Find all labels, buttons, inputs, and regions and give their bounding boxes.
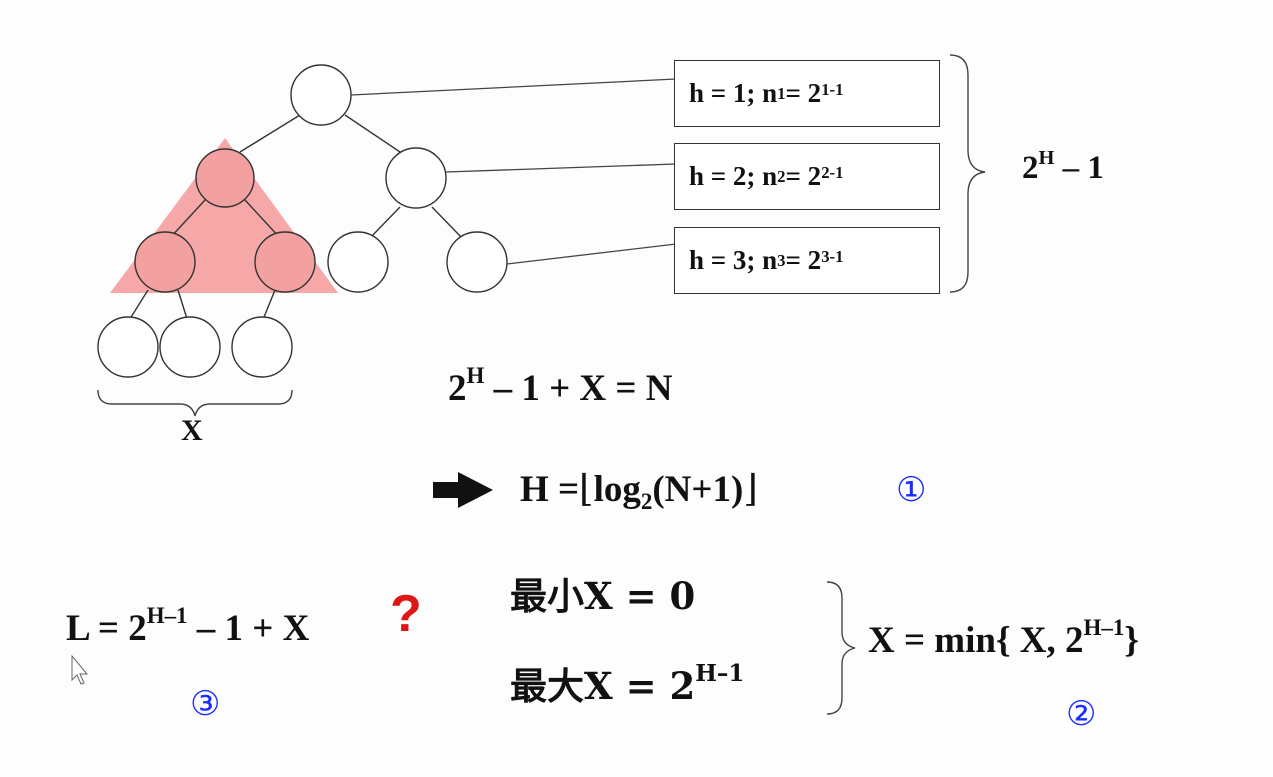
level-subscript: 2 (777, 166, 786, 186)
tree-node (290, 64, 352, 126)
level-connectors (350, 78, 677, 265)
full-levels-count: 2H – 1 (1022, 146, 1104, 186)
level-label: h = 2; n (689, 161, 778, 191)
level-rhs: = 2 (785, 161, 822, 191)
tree-node (327, 231, 389, 293)
tree-node (446, 231, 508, 293)
level-subscript: 3 (777, 250, 786, 270)
max-x: 最大X = 2H–1 (510, 660, 745, 708)
leaf-count-label: X (181, 414, 203, 447)
mouse-pointer-icon (71, 654, 89, 685)
level-subscript: 1 (777, 83, 786, 103)
min-x: 最小X = 0 (510, 574, 696, 618)
floor-close: ⌋ (743, 467, 758, 510)
tree-nodes (97, 64, 508, 378)
levels-brace (949, 54, 986, 293)
level-rhs: = 2 (785, 245, 822, 275)
marker-2: ② (1066, 694, 1097, 734)
tree-node (134, 231, 196, 293)
tree-node (231, 316, 293, 378)
total-nodes-equation: 2H – 1 + X = N (448, 363, 673, 409)
tree-node (254, 231, 316, 293)
marker-3: ③ (190, 684, 221, 724)
tree-node (385, 147, 447, 209)
marker-1: ① (896, 470, 927, 510)
tree-node (97, 316, 159, 378)
leaf-equation: L = 2H–1 – 1 + X (66, 603, 310, 649)
level-label: h = 3; n (689, 245, 778, 275)
height-equation: H =⌊log2(N+1)⌋ (520, 467, 758, 515)
implies-arrow (433, 472, 493, 508)
level-exponent: 3-1 (821, 247, 844, 267)
level-label: h = 1; n (689, 78, 778, 108)
x-range-brace (826, 581, 856, 715)
tree-node (159, 316, 221, 378)
level-exponent: 2-1 (821, 163, 844, 183)
question-mark: ? (390, 585, 422, 643)
leaf-brace (97, 389, 293, 417)
tree-node (195, 148, 255, 208)
x-min-equation: X = min{ X, 2H–1} (868, 615, 1139, 661)
level-exponent: 1-1 (821, 80, 844, 100)
floor-open: ⌊ (579, 467, 594, 510)
level-rhs: = 2 (785, 78, 822, 108)
